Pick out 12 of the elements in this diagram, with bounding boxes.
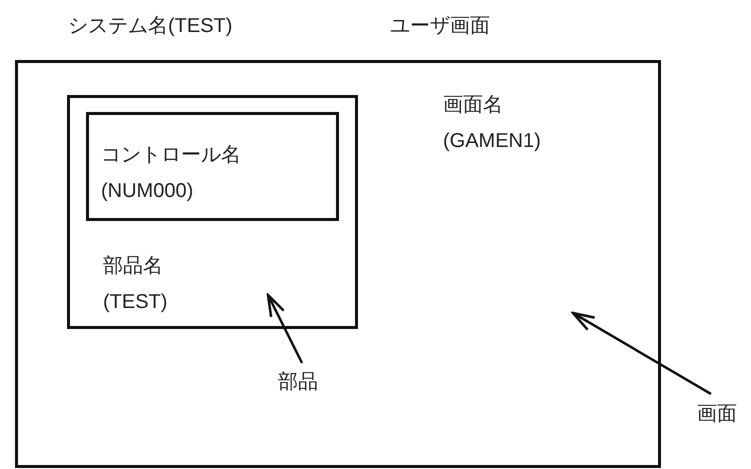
heading-label: システム名(TEST) — [68, 14, 232, 39]
screen-frame — [15, 60, 661, 468]
leader-arrow — [572, 312, 712, 396]
screen-name: 画面名 (GAMEN1) — [443, 93, 541, 154]
control-name: コントロール名 (NUM000) — [101, 143, 241, 204]
callout-text: 部品 — [278, 368, 318, 395]
component-box — [67, 95, 358, 329]
callout-text: 画面 — [697, 400, 737, 427]
heading-label: ユーザ画面 — [390, 14, 490, 39]
component-name: 部品名 (TEST) — [103, 254, 168, 315]
leader-arrow — [266, 294, 304, 364]
control-box — [86, 112, 339, 221]
